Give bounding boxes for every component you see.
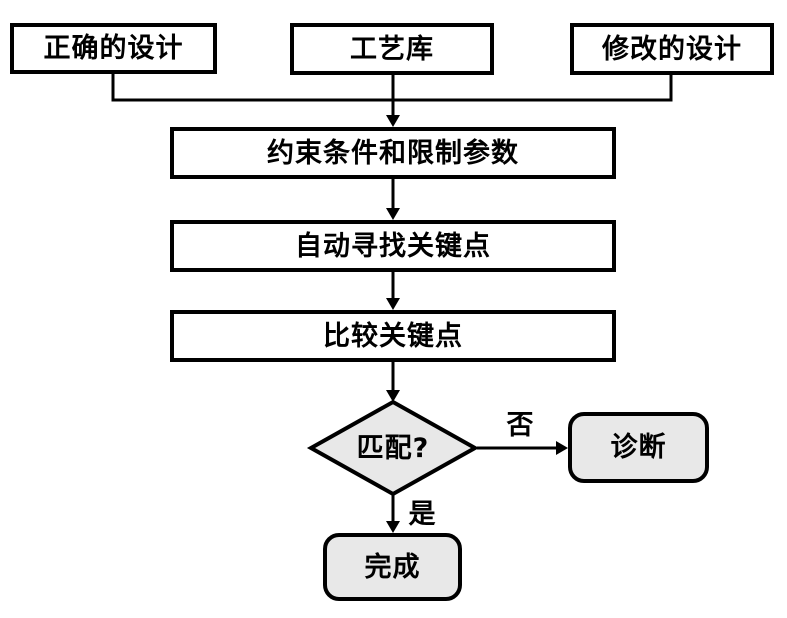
arrowhead-right-icon (556, 441, 568, 455)
node-complete: 完成 (323, 533, 462, 601)
node-compare-keypoints: 比较关键点 (170, 310, 616, 362)
node-find-keypoints: 自动寻找关键点 (170, 220, 616, 272)
node-correct-design: 正确的设计 (10, 23, 217, 74)
arrowhead-down-icon (386, 298, 400, 310)
arrowhead-down-icon (386, 390, 400, 402)
node-process-library: 工艺库 (290, 23, 494, 75)
edge-label-no: 否 (506, 409, 534, 441)
node-diagnosis: 诊断 (568, 412, 709, 483)
arrowhead-down-icon (386, 208, 400, 220)
decision-label: 匹配? (356, 432, 430, 464)
node-constraints: 约束条件和限制参数 (170, 127, 616, 179)
edge-label-yes: 是 (408, 498, 436, 530)
arrowhead-down-icon (386, 521, 400, 533)
node-modified-design: 修改的设计 (570, 23, 774, 75)
arrowhead-down-icon (386, 115, 400, 127)
